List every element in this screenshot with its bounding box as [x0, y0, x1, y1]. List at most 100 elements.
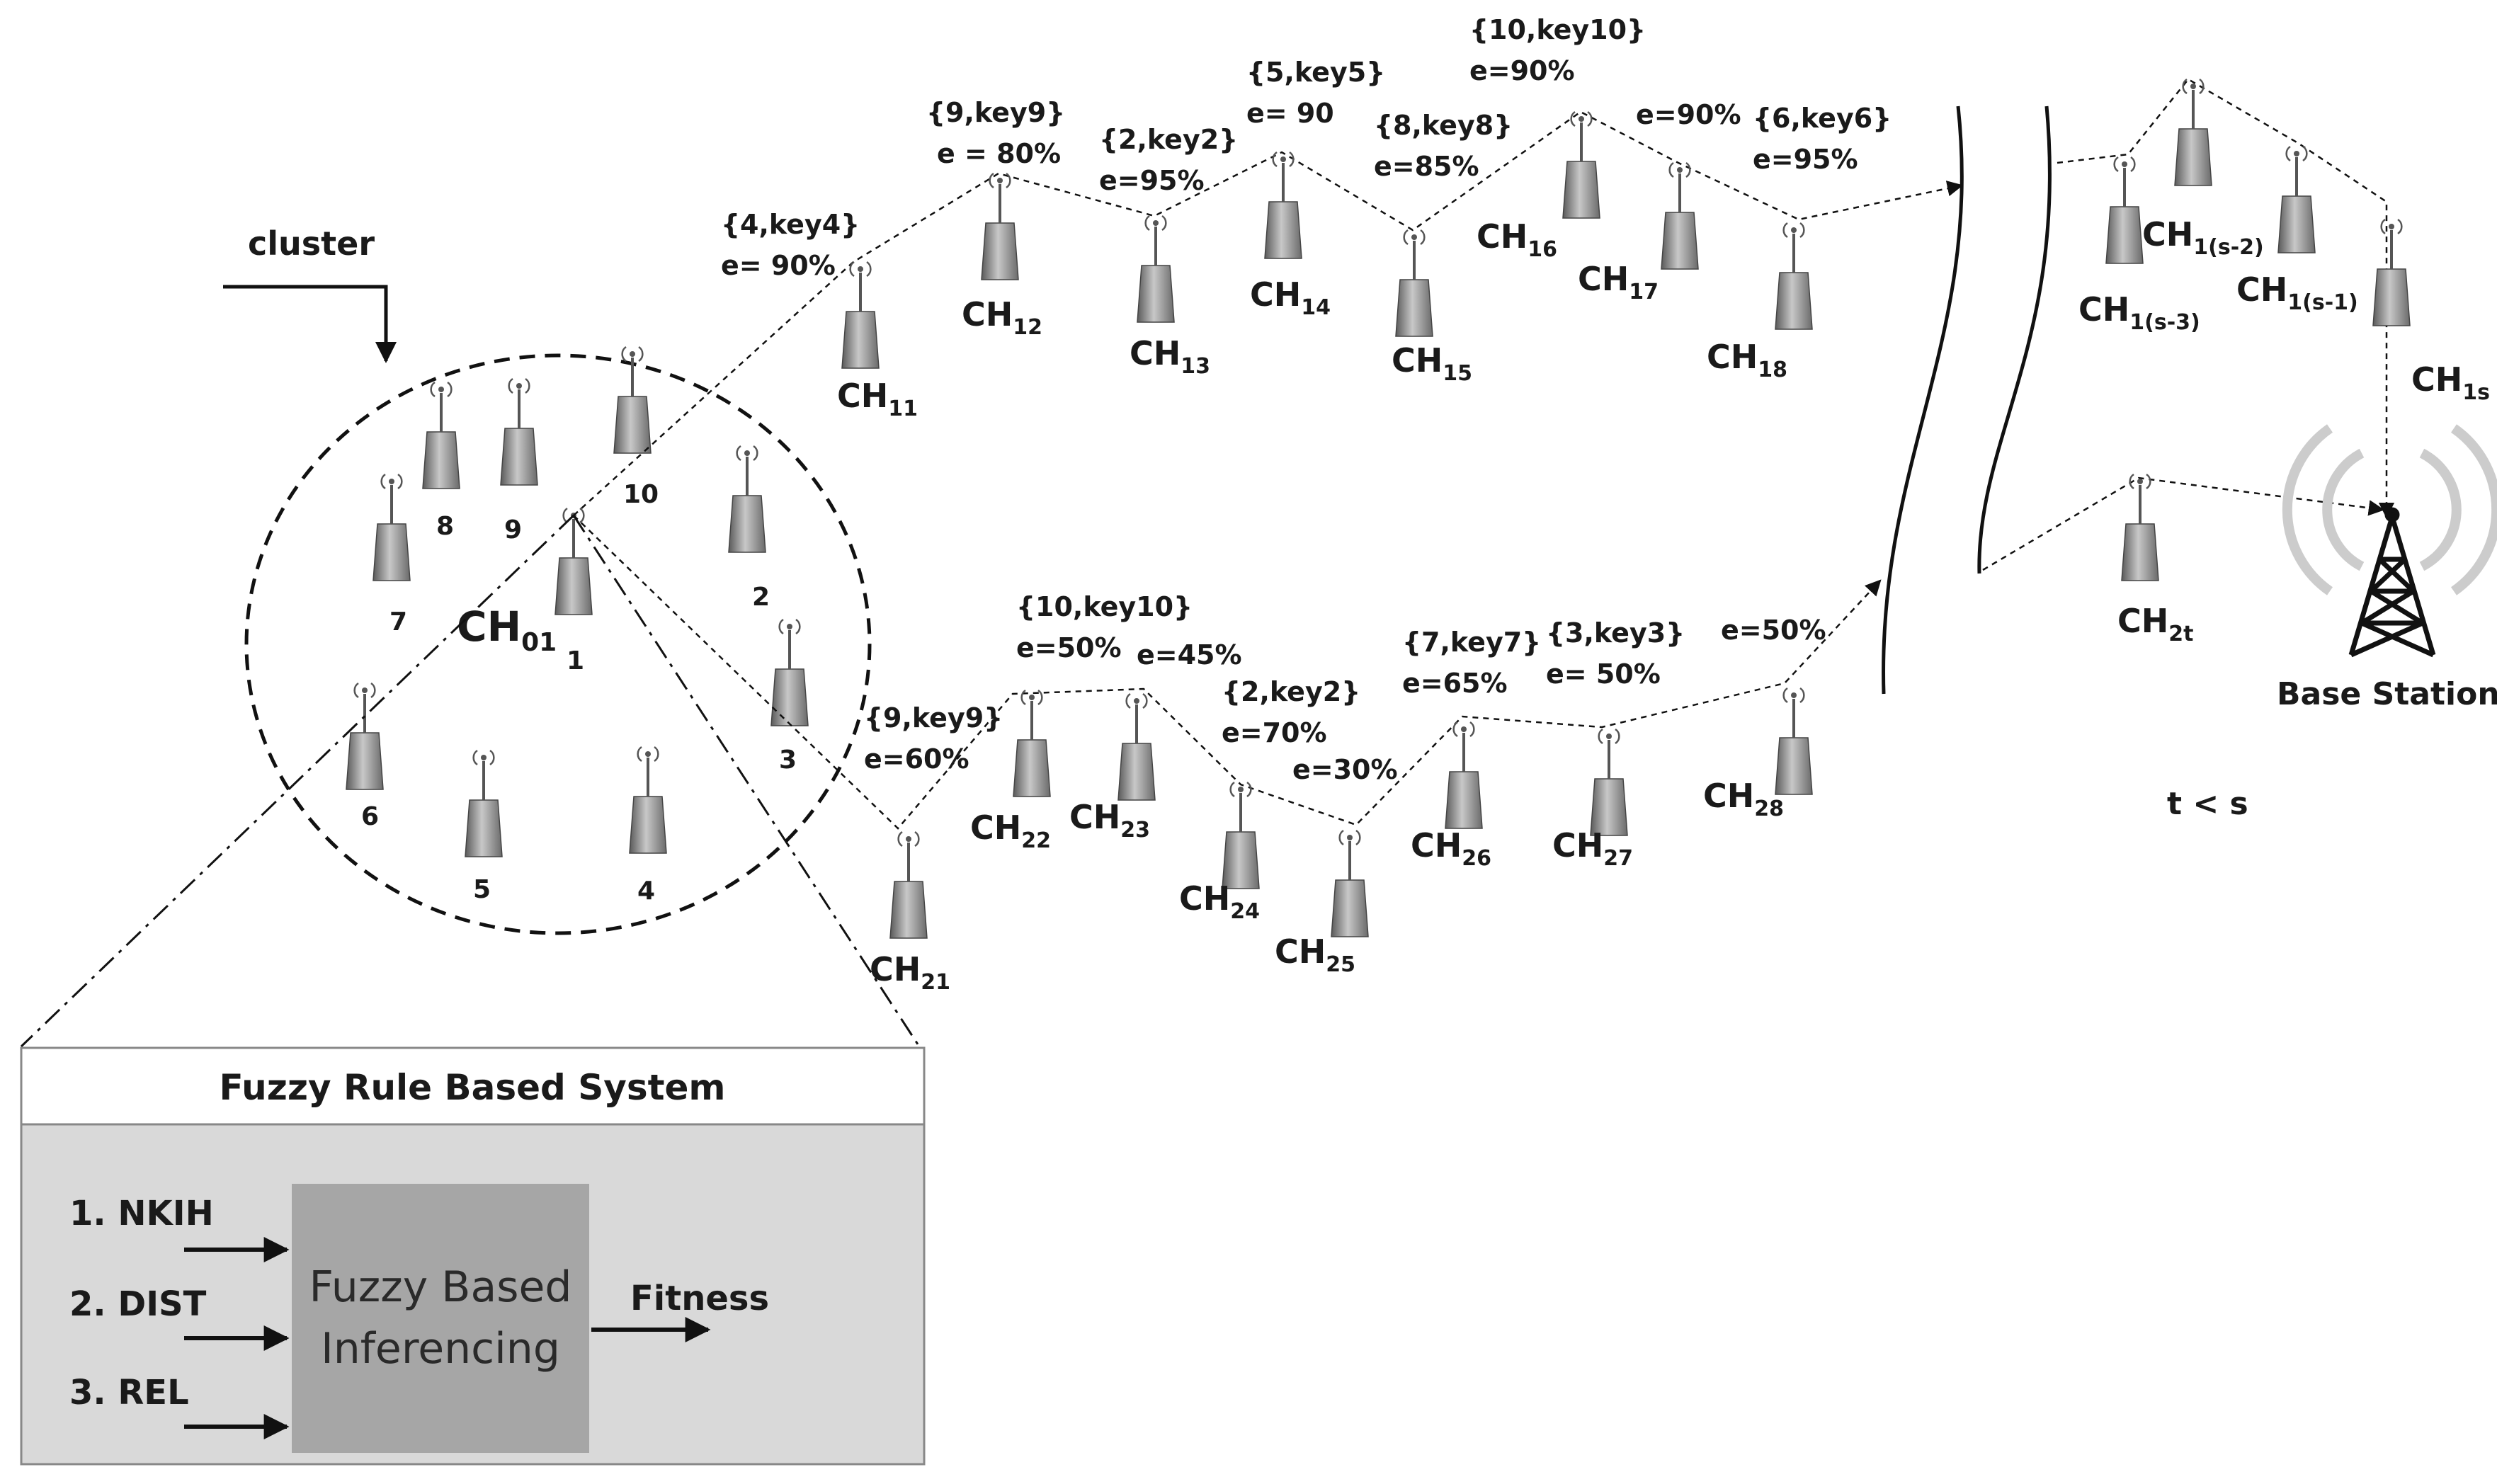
- base-station: Base Station: [2277, 424, 2497, 712]
- cluster-arrow: [223, 285, 397, 363]
- tower-icon: [1589, 728, 1629, 837]
- node-label-1: 1: [567, 646, 584, 675]
- tower-icon: [613, 346, 652, 455]
- zoom-line-right: [572, 515, 921, 1047]
- ch13-info1: {2,key2}: [1099, 124, 1238, 155]
- ch21-info2: e=60%: [864, 743, 969, 775]
- tower-icon: [1221, 781, 1261, 890]
- ch18-info2: e=95%: [1753, 144, 1858, 175]
- node-label-10: 10: [623, 480, 659, 509]
- tower-icon: [1012, 689, 1052, 798]
- ch24-info1: {2,key2}: [1222, 676, 1360, 707]
- gap-break-left: [1882, 105, 1964, 695]
- ch21-label: CH21: [870, 950, 950, 995]
- tower-icon: [554, 507, 593, 616]
- ch15-label: CH15: [1392, 341, 1472, 386]
- tower-icon: [1117, 692, 1156, 801]
- cluster-label: cluster: [248, 224, 375, 263]
- tower-icon: [421, 381, 461, 490]
- ch16-info1: {10,key10}: [1469, 14, 1646, 45]
- tower-icon: [727, 445, 767, 554]
- ch26-label: CH26: [1411, 826, 1491, 871]
- ch22-info1: {10,key10}: [1016, 591, 1193, 622]
- tower-icon: [841, 261, 880, 370]
- route-line-2: [573, 515, 1882, 830]
- tower-icon: [1136, 215, 1176, 324]
- node-label-2: 2: [752, 583, 770, 612]
- route-line-1: [573, 110, 1964, 516]
- ch13-label: CH13: [1130, 334, 1210, 379]
- ch2t-label: CH2t: [2117, 602, 2193, 646]
- ch18-info1: {6,key6}: [1753, 103, 1892, 134]
- tower-icon: [1330, 829, 1370, 938]
- node-label-3: 3: [779, 746, 797, 775]
- ch16-info2: e=90%: [1469, 55, 1575, 86]
- tower-icon: [499, 377, 539, 486]
- node-label-9: 9: [504, 515, 522, 544]
- node-label-6: 6: [361, 802, 379, 831]
- gap-break-right: [1977, 105, 2052, 574]
- ch12-info2: e = 80%: [937, 138, 1061, 169]
- tower-icon: [1562, 110, 1601, 219]
- tail-nodes: CH1(s-3) CH1(s-2) CH1(s-1) CH1s CH2t: [1982, 78, 2490, 646]
- input-rel: 3. REL: [69, 1373, 189, 1412]
- ch14-label: CH14: [1250, 275, 1331, 320]
- inference-block: [292, 1184, 589, 1453]
- tower-icon: [770, 618, 809, 727]
- ch27-info2: e= 50%: [1546, 658, 1661, 690]
- ch23-info1: e=45%: [1137, 639, 1242, 670]
- node-label-4: 4: [637, 877, 655, 906]
- ch13-info2: e=95%: [1099, 165, 1205, 196]
- ch11-info2: e= 90%: [721, 250, 836, 281]
- base-station-icon: [2348, 507, 2436, 658]
- ch22-label: CH22: [970, 809, 1051, 853]
- ch1s-label: CH1s: [2411, 360, 2490, 405]
- ch1s-1-label: CH1(s-1): [2236, 270, 2358, 315]
- tower-icon: [1660, 161, 1700, 270]
- ch21-info1: {9,key9}: [864, 702, 1003, 734]
- fuzzy-system-title-bar: [20, 1046, 926, 1126]
- tower-icon: [1394, 229, 1434, 338]
- zoom-line-left: [20, 514, 575, 1048]
- output-fitness: Fitness: [630, 1279, 769, 1318]
- ch11-label: CH11: [837, 377, 918, 421]
- node-label-7: 7: [389, 607, 407, 637]
- cluster-group: cluster 1 2 3 4 5 6 7 8 9 10 CH01: [223, 224, 872, 935]
- tower-icon: [1774, 687, 1814, 796]
- ch15-info1: {8,key8}: [1374, 110, 1513, 141]
- ch1s-2-label: CH1(s-2): [2142, 215, 2264, 260]
- path-1: {4,key4} e= 90% CH11 {9,key9} e = 80% CH…: [573, 14, 1964, 516]
- tower-icon: [464, 749, 504, 858]
- ch14-info1: {5,key5}: [1246, 57, 1385, 88]
- inference-line-1: Fuzzy Based: [309, 1262, 571, 1312]
- tower-icon: [628, 746, 668, 855]
- ch26-info2: e=65%: [1402, 668, 1508, 699]
- input-nkih: 1. NKIH: [69, 1194, 214, 1233]
- ch12-info1: {9,key9}: [926, 97, 1065, 128]
- ch16-label: CH16: [1477, 217, 1557, 262]
- input-dist: 2. DIST: [69, 1284, 207, 1324]
- tower-icon: [1444, 721, 1484, 830]
- ch12-label: CH12: [962, 295, 1042, 340]
- ch17-label: CH17: [1578, 260, 1659, 304]
- node-label-5: 5: [473, 875, 491, 904]
- ch23-label: CH23: [1069, 798, 1150, 843]
- tower-icon: [1263, 151, 1303, 260]
- tower-icon: [345, 682, 385, 791]
- ch22-info2: e=50%: [1016, 632, 1122, 663]
- ch1s-3-label: CH1(s-3): [2078, 290, 2200, 335]
- tower-icon: [889, 831, 928, 940]
- node-label-8: 8: [436, 512, 454, 541]
- ch25-info1: e=30%: [1292, 754, 1398, 785]
- ch27-label: CH27: [1552, 826, 1633, 871]
- fuzzy-system-panel: Fuzzy Rule Based System Fuzzy Based Infe…: [20, 1046, 926, 1466]
- tower-icon: [2120, 473, 2160, 582]
- ch11-info1: {4,key4}: [721, 209, 860, 240]
- ch28-label: CH28: [1703, 777, 1784, 821]
- radio-waves-icon: [2282, 424, 2497, 595]
- fuzzy-system-title: Fuzzy Rule Based System: [219, 1067, 725, 1108]
- tower-icon: [2173, 78, 2213, 187]
- ch17-info1: e=90%: [1636, 99, 1741, 130]
- ch14-info2: e= 90: [1246, 98, 1334, 129]
